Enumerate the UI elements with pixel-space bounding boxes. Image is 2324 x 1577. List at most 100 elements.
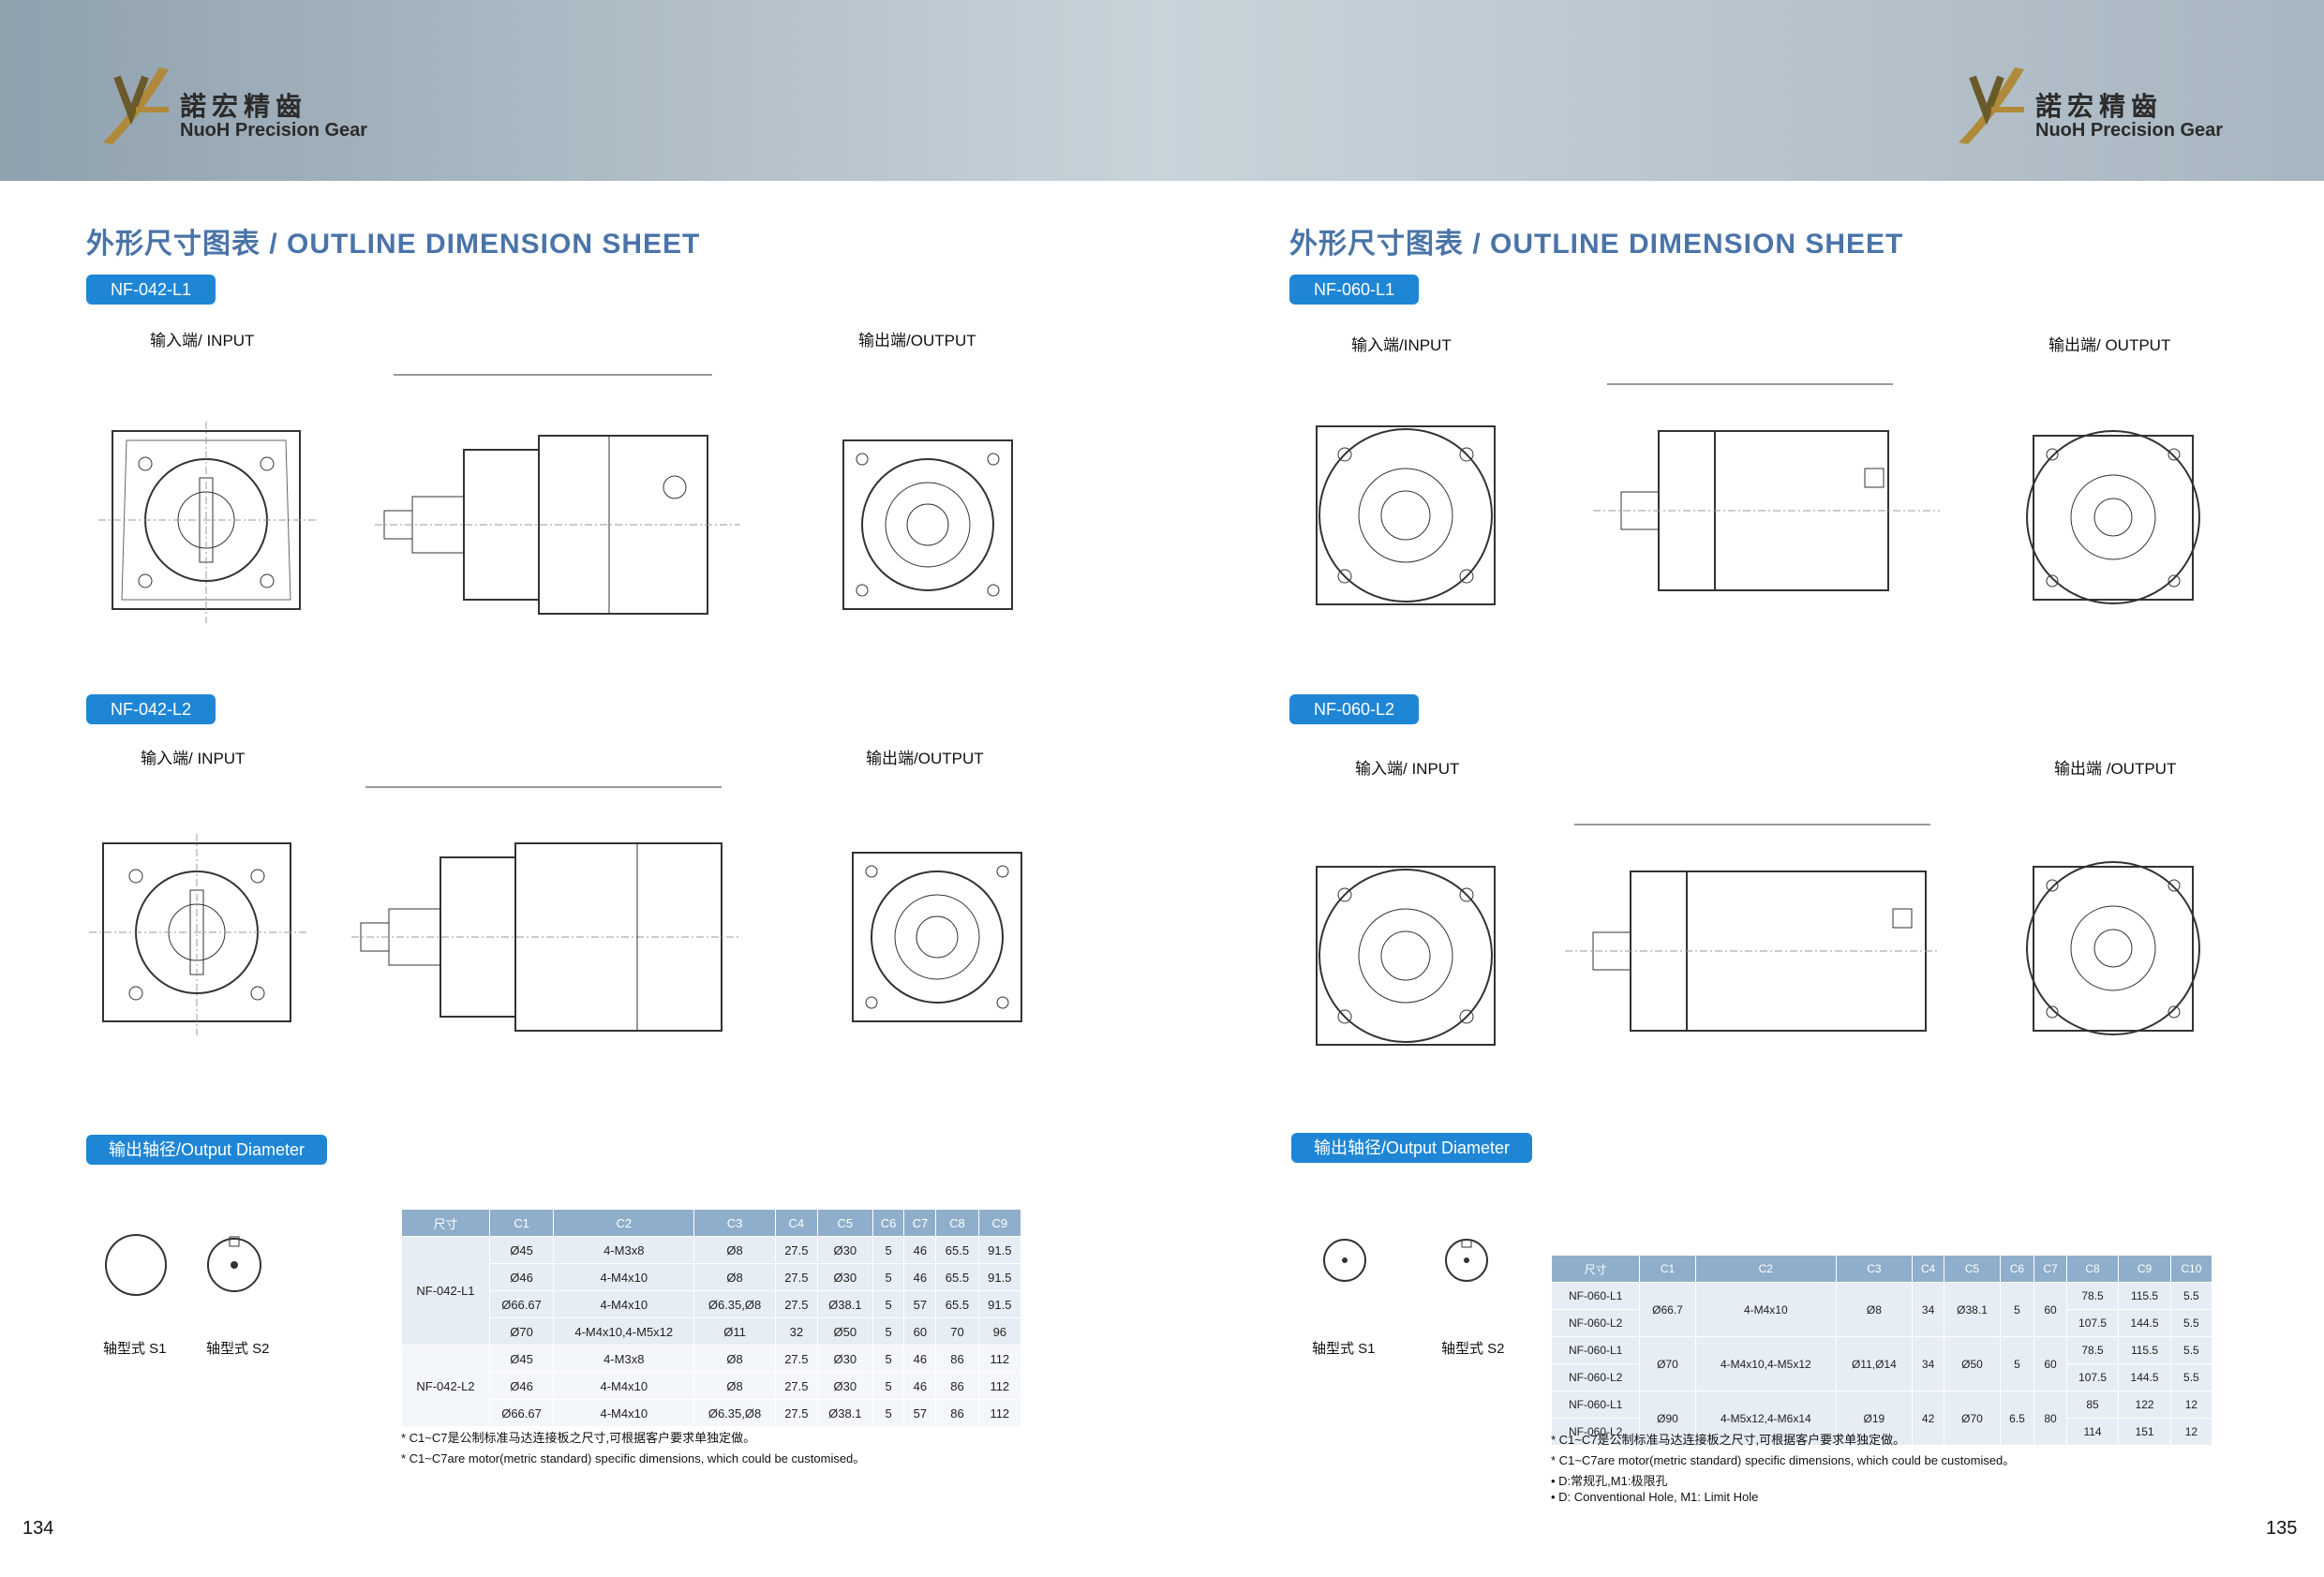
table-cell: 122 (2118, 1391, 2171, 1419)
table-cell: 5 (872, 1236, 905, 1264)
output-label: 输出端 /OUTPUT (2054, 760, 2177, 778)
table-cell: 91.5 (977, 1290, 1022, 1318)
model-cell: NF-060-L2 (1550, 1363, 1641, 1391)
table-cell: 112 (977, 1345, 1022, 1373)
table-cell: 6.5 (1999, 1391, 2035, 1446)
table-cell: 86 (935, 1399, 979, 1427)
table-cell: Ø8 (693, 1263, 776, 1291)
table-cell: 4-M4x10 (553, 1263, 695, 1291)
output-label: 输出端/OUTPUT (858, 332, 976, 350)
table-cell: 57 (903, 1290, 937, 1318)
table-cell: Ø30 (817, 1345, 873, 1373)
table-cell: 27.5 (774, 1345, 819, 1373)
footnote: * C1~C7是公制标准马达连接板之尺寸,可根据客户要求单独定做。 (1551, 1433, 1906, 1447)
table-cell: 78.5 (2065, 1336, 2120, 1364)
table-cell: 27.5 (774, 1263, 819, 1291)
brand-name-cn: 諾宏精齒 (2035, 91, 2164, 122)
table-header: C6 (1999, 1255, 2035, 1283)
side-view-drawing (337, 768, 759, 1049)
table-cell: Ø66.7 (1639, 1282, 1696, 1337)
table-cell: 4-M4x10,4-M5x12 (553, 1317, 695, 1346)
brand-logo-left: 諾宏精齒 NuoH Precision Gear (94, 58, 375, 152)
shaft-s2-caption: 轴型式 S2 (206, 1341, 270, 1357)
table-cell: 4-M5x12,4-M6x14 (1694, 1391, 1837, 1446)
table-header: C8 (935, 1209, 979, 1237)
table-cell: 91.5 (977, 1263, 1022, 1291)
table-cell: 5 (1999, 1282, 2035, 1337)
model-cell: NF-060-L1 (1550, 1282, 1641, 1310)
table-cell: 46 (903, 1263, 937, 1291)
sheet-title-left: 外形尺寸图表 / OUTLINE DIMENSION SHEET (86, 229, 701, 260)
table-cell: 115.5 (2118, 1282, 2171, 1310)
footnote: • D: Conventional Hole, M1: Limit Hole (1551, 1490, 1759, 1504)
page-header-band (0, 0, 2324, 181)
brand-name-cn: 諾宏精齒 (180, 91, 308, 122)
table-cell: 42 (1911, 1391, 1945, 1446)
table-cell: 115.5 (2118, 1336, 2171, 1364)
table-cell: 78.5 (2065, 1282, 2120, 1310)
table-header: C9 (977, 1209, 1022, 1237)
table-cell: 4-M4x10 (553, 1290, 695, 1318)
table-cell: 60 (903, 1317, 937, 1346)
logo-mark-icon (103, 67, 169, 144)
table-cell: Ø8 (693, 1345, 776, 1373)
page-number-right: 135 (2266, 1518, 2298, 1539)
table-cell: 4-M4x10,4-M5x12 (1694, 1336, 1837, 1391)
table-cell: Ø70 (488, 1317, 555, 1346)
table-cell: 107.5 (2065, 1363, 2120, 1391)
model-tag-nf042-l1: NF-042-L1 (86, 275, 216, 305)
table-cell: 70 (935, 1317, 979, 1346)
table-cell: Ø38.1 (817, 1399, 873, 1427)
sheet-title-right: 外形尺寸图表 / OUTLINE DIMENSION SHEET (1289, 229, 1904, 260)
model-cell: NF-060-L2 (1550, 1418, 1641, 1446)
shaft-type-drawing (94, 1199, 337, 1321)
table-header: C7 (2034, 1255, 2067, 1283)
model-tag-nf042-l2: NF-042-L2 (86, 694, 216, 724)
table-cell: 65.5 (935, 1263, 979, 1291)
table-cell: Ø38.1 (1944, 1282, 2001, 1337)
table-header: C7 (903, 1209, 937, 1237)
input-flange-drawing (84, 412, 347, 628)
footnote: • D:常规孔,M1:极限孔 (1551, 1474, 1668, 1488)
table-cell: Ø8 (1835, 1282, 1913, 1337)
table-cell: Ø11 (693, 1317, 776, 1346)
table-cell: 144.5 (2118, 1309, 2171, 1337)
table-cell: 5 (1999, 1336, 2035, 1391)
output-flange-drawing (806, 825, 1050, 1049)
table-cell: Ø66.67 (488, 1290, 555, 1318)
table-cell: 46 (903, 1345, 937, 1373)
footnote: * C1~C7are motor(metric standard) specif… (1551, 1453, 2016, 1467)
side-view-drawing (1565, 365, 1959, 647)
table-header: C5 (1944, 1255, 2001, 1283)
table-cell: 12 (2169, 1418, 2213, 1446)
table-cell: 27.5 (774, 1399, 819, 1427)
table-cell: 107.5 (2065, 1309, 2120, 1337)
table-cell: Ø8 (693, 1236, 776, 1264)
output-flange-drawing (1987, 412, 2230, 637)
table-header: C1 (488, 1209, 555, 1237)
table-header: C10 (2169, 1255, 2213, 1283)
table-cell: Ø11,Ø14 (1835, 1336, 1913, 1391)
table-cell: Ø50 (817, 1317, 873, 1346)
table-header: C8 (2065, 1255, 2120, 1283)
table-cell: 151 (2118, 1418, 2171, 1446)
table-cell: Ø90 (1639, 1391, 1696, 1446)
shaft-s2-caption: 轴型式 S2 (1441, 1341, 1505, 1357)
table-header: C4 (774, 1209, 819, 1237)
table-cell: 65.5 (935, 1236, 979, 1264)
table-cell: Ø66.67 (488, 1399, 555, 1427)
table-cell: 32 (774, 1317, 819, 1346)
table-cell: 144.5 (2118, 1363, 2171, 1391)
model-cell: NF-042-L1 (401, 1236, 490, 1346)
output-flange-drawing (1987, 843, 2230, 1068)
table-cell: Ø19 (1835, 1391, 1913, 1446)
table-header: C2 (553, 1209, 695, 1237)
table-cell: 86 (935, 1372, 979, 1400)
